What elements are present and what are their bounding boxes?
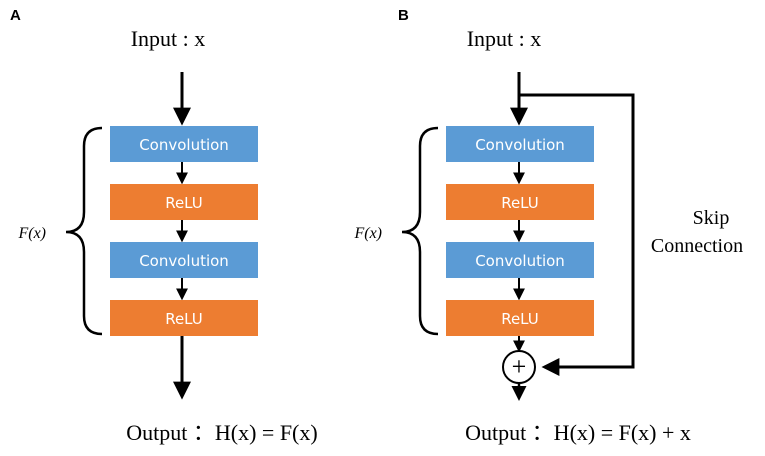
panel-a: A Input : x Convolution ReLU Convolution… [10,7,318,445]
panel-b-skip-connection [519,93,635,376]
panel-a-conv-2-label: Convolution [139,252,229,270]
panel-b-add-symbol: + [512,352,527,381]
panel-b-skip-label-line1: Skip [693,207,730,229]
panel-a-relu-1 [110,184,258,220]
panel-a-conv-2 [110,242,258,278]
panel-b-brace [401,126,439,336]
panel-a-label: A [10,7,21,24]
panel-b-input-label: Input : x [467,26,542,51]
panel-a-relu-2-label: ReLU [165,310,203,328]
panel-a-input-label: Input : x [131,26,206,51]
panel-b-skip-label-line2: Connection [651,235,743,257]
panel-b: B Input : x Convolution ReLU Convolution… [353,7,743,445]
panel-b-conv-2-label: Convolution [475,252,565,270]
panel-a-conv-1-label: Convolution [139,136,229,154]
panel-b-output-label: Output ：H(x) = F(x) + x [465,420,691,445]
panel-a-function-label: F(x) [17,225,46,242]
panel-a-output-label: Output ：H(x) = F(x) [126,420,317,445]
panel-a-relu-1-label: ReLU [165,194,203,212]
panel-b-relu-2 [446,300,594,336]
panel-b-relu-2-label: ReLU [501,310,539,328]
panel-b-function-label: F(x) [353,225,382,242]
panel-b-conv-2 [446,242,594,278]
panel-b-conv-1-label: Convolution [475,136,565,154]
panel-b-label: B [398,7,409,24]
panel-a-conv-1 [110,126,258,162]
panel-a-relu-2 [110,300,258,336]
panel-b-relu-1-label: ReLU [501,194,539,212]
panel-b-conv-1 [446,126,594,162]
panel-b-relu-1 [446,184,594,220]
panel-a-brace [65,126,103,336]
